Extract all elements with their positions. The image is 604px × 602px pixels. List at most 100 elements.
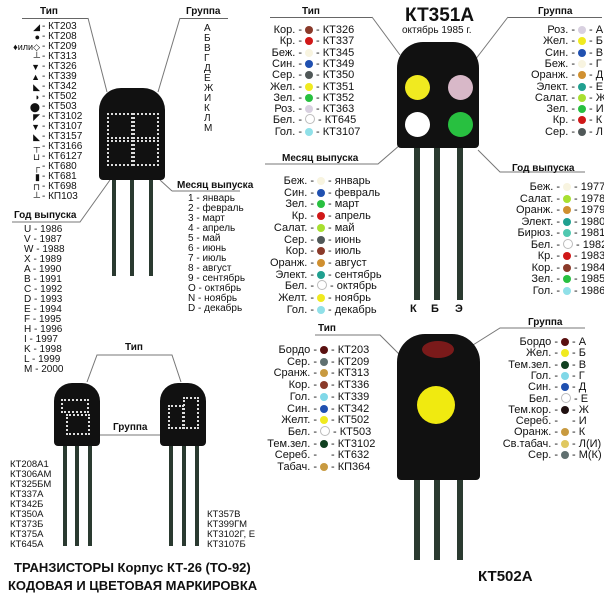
color-dot-icon bbox=[578, 48, 586, 57]
type-symbol-icon: ▮ bbox=[35, 172, 40, 182]
color-dot-icon bbox=[578, 127, 586, 136]
pin-label: Э bbox=[455, 303, 463, 315]
code-value: - декабрь bbox=[328, 303, 377, 316]
code-value: - КТ336 bbox=[331, 379, 370, 392]
type-code: - КТ681 bbox=[42, 171, 77, 182]
s3-body-color-dot bbox=[405, 75, 430, 100]
s3-month-row: Оранж. -- август bbox=[262, 257, 367, 269]
color-dot-icon bbox=[563, 206, 571, 214]
code-value: - 1978 bbox=[574, 192, 604, 205]
code-value: - КТ351 bbox=[316, 80, 355, 93]
code-value: - Д bbox=[589, 69, 604, 82]
color-dot-icon bbox=[305, 48, 313, 57]
transistor-model: КТ357В bbox=[207, 509, 241, 520]
month-code: 1 - январь bbox=[188, 193, 235, 204]
s2-leader-lines bbox=[86, 354, 182, 436]
s4-group-label: Группа bbox=[528, 317, 563, 328]
s3-year-row: Салат. - - 1978 bbox=[490, 193, 604, 205]
group-letter: Е bbox=[204, 73, 211, 84]
color-name: Св.табач. - bbox=[502, 437, 558, 450]
color-name: Табач. - bbox=[277, 461, 317, 473]
color-dot-icon bbox=[578, 105, 586, 114]
s4-type-row: Сер. -- КТ209 bbox=[262, 356, 369, 368]
color-dot-icon bbox=[317, 177, 325, 185]
color-name: Оранж. - bbox=[270, 256, 314, 269]
color-name: Гол. - bbox=[530, 369, 558, 382]
s2-type-label: Тип bbox=[125, 342, 143, 353]
s1-type-label: Тип bbox=[40, 6, 58, 17]
s3-month-row: Сер. -- июнь bbox=[262, 234, 361, 246]
color-dot-icon bbox=[317, 247, 325, 256]
color-dot-icon bbox=[578, 82, 586, 91]
color-name: Син. - bbox=[284, 186, 314, 199]
month-code: 9 - сентябрь bbox=[188, 273, 246, 284]
code-value: - 1980 bbox=[574, 215, 604, 228]
color-name: Син. - bbox=[272, 57, 302, 70]
color-name: Беж. - bbox=[529, 181, 560, 193]
type-symbol-icon: ◢ bbox=[33, 22, 40, 32]
color-name: Кор. - bbox=[273, 24, 302, 36]
s3-month-label: Месяц выпуска bbox=[282, 153, 359, 164]
type-symbol-icon: ⬤ bbox=[29, 102, 40, 112]
code-value: - июль bbox=[328, 245, 362, 258]
code-value: - КТ342 bbox=[331, 402, 370, 415]
type-code: - КТ3107 bbox=[42, 121, 83, 132]
s3-type-row: Кр. -- КТ337 bbox=[262, 35, 355, 47]
s4-group-row: Бордо -- А bbox=[480, 336, 587, 348]
color-name: Бел. - bbox=[284, 280, 314, 293]
s4-leader-lines bbox=[315, 327, 585, 356]
color-dot-icon bbox=[320, 439, 328, 448]
type-code: - КТ6127 bbox=[42, 151, 83, 162]
transistor-model: КТ375А bbox=[10, 529, 44, 540]
color-name: Элект. - bbox=[521, 215, 560, 228]
color-dot-icon bbox=[320, 463, 328, 471]
code-value: - Г bbox=[589, 57, 602, 70]
code-value: - ноябрь bbox=[328, 292, 372, 304]
transistor-model: КТ306АМ bbox=[10, 469, 52, 480]
s2-left-transistor bbox=[54, 383, 100, 446]
color-name: Гол. - bbox=[286, 303, 314, 316]
color-name: Гол. - bbox=[289, 390, 317, 403]
transistor-model: КТ208А1 bbox=[10, 459, 49, 470]
code-value: - КТ502 bbox=[331, 414, 370, 427]
transistor-model: КТ342Б bbox=[10, 499, 44, 510]
color-dot-icon bbox=[563, 275, 571, 283]
type-symbol-icon: ● bbox=[34, 32, 40, 42]
color-name: Жел. - bbox=[526, 347, 558, 360]
code-value: - КТ345 bbox=[316, 46, 355, 59]
type-symbol-icon: ┴ bbox=[33, 192, 40, 202]
color-name: Салат. - bbox=[519, 192, 560, 205]
code-value: - Г bbox=[572, 369, 585, 382]
color-dot-icon bbox=[563, 252, 571, 260]
color-dot-icon bbox=[578, 93, 586, 102]
color-name: Роз. - bbox=[547, 24, 575, 36]
s3-month-row: Бел. -- октябрь bbox=[262, 280, 377, 292]
year-code: F - 1995 bbox=[24, 314, 62, 325]
color-name: Кр. - bbox=[291, 210, 314, 223]
s3-group-label: Группа bbox=[538, 6, 573, 17]
s3-subtitle: октябрь 1985 г. bbox=[402, 25, 472, 36]
color-dot-icon bbox=[317, 258, 325, 267]
color-dot-icon bbox=[320, 392, 328, 401]
pin-label: Б bbox=[431, 303, 439, 315]
code-value: - 1984 bbox=[574, 261, 604, 274]
group-letter: Б bbox=[204, 33, 211, 44]
code-value: - 1977 bbox=[574, 181, 604, 193]
color-name: Кр. - bbox=[552, 114, 575, 127]
s4-group-row: Сереб. -- И bbox=[480, 415, 587, 427]
type-code: - КТ3166 bbox=[42, 141, 83, 152]
s3-group-row: Жел. -- Б bbox=[505, 35, 603, 47]
color-name: Оранж. - bbox=[516, 204, 560, 216]
color-name: Сер. - bbox=[272, 69, 302, 82]
s3-month-row: Желт. -- ноябрь bbox=[262, 292, 371, 304]
code-value: - КТ350 bbox=[316, 69, 355, 82]
s3-group-row: Сер. -- Л bbox=[505, 126, 603, 138]
code-value: - А bbox=[589, 24, 604, 36]
year-code: I - 1997 bbox=[24, 334, 58, 345]
color-dot-icon bbox=[317, 223, 325, 232]
code-value: - И bbox=[589, 103, 604, 116]
code-value: - Ж bbox=[589, 91, 604, 104]
code-value: - КТ503 bbox=[333, 425, 372, 438]
type-symbol-icon: ▼ bbox=[31, 62, 40, 72]
s3-year-row: Беж. - - 1977 bbox=[490, 181, 604, 193]
